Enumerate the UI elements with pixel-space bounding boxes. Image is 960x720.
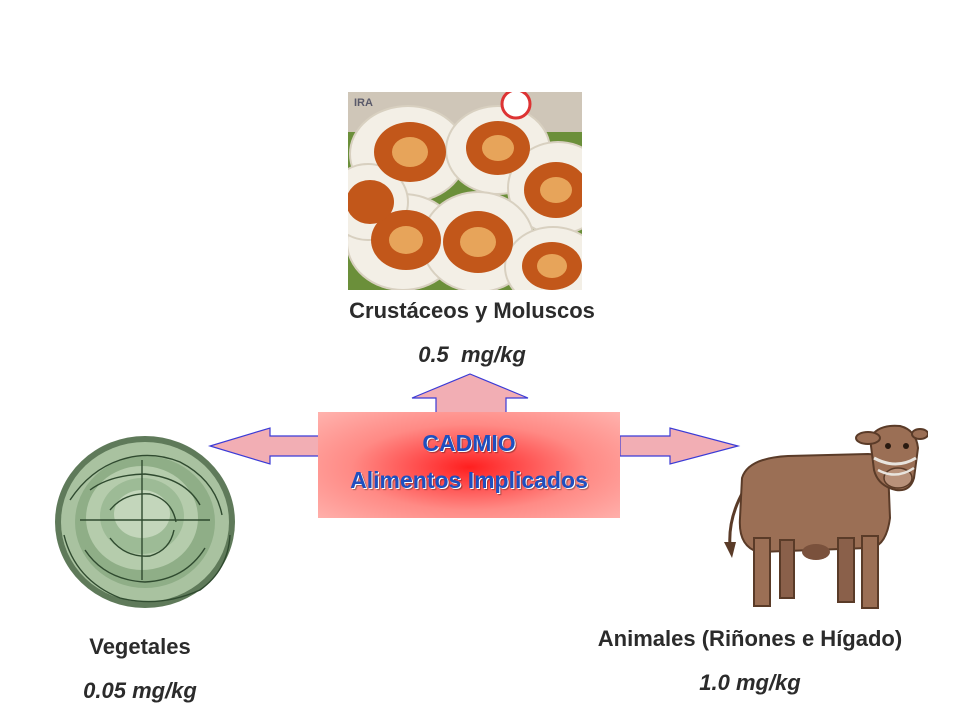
photo-text: IRA	[354, 97, 373, 109]
vegetables-value: 0.05 mg/kg	[83, 678, 197, 703]
cow-icon	[724, 424, 928, 609]
scallops-photo: IRA	[348, 92, 582, 290]
animals-label: Animales (Riñones e Hígado)	[597, 626, 903, 651]
arrow-left	[207, 427, 321, 465]
vegetables-label: Vegetales	[89, 634, 191, 659]
seafood-value: 0.5 mg/kg	[418, 342, 526, 367]
center-box: CADMIO Alimentos Implicados	[318, 412, 620, 518]
arrow-up	[411, 373, 529, 415]
center-title: CADMIO	[422, 430, 516, 456]
seafood-label: Crustáceos y Moluscos	[349, 298, 595, 323]
cabbage-icon	[55, 436, 235, 608]
center-subtitle: Alimentos Implicados	[350, 467, 588, 493]
scallops-icon: IRA	[348, 92, 582, 290]
animals-value: 1.0 mg/kg	[699, 670, 801, 695]
arrow-right	[619, 427, 741, 465]
